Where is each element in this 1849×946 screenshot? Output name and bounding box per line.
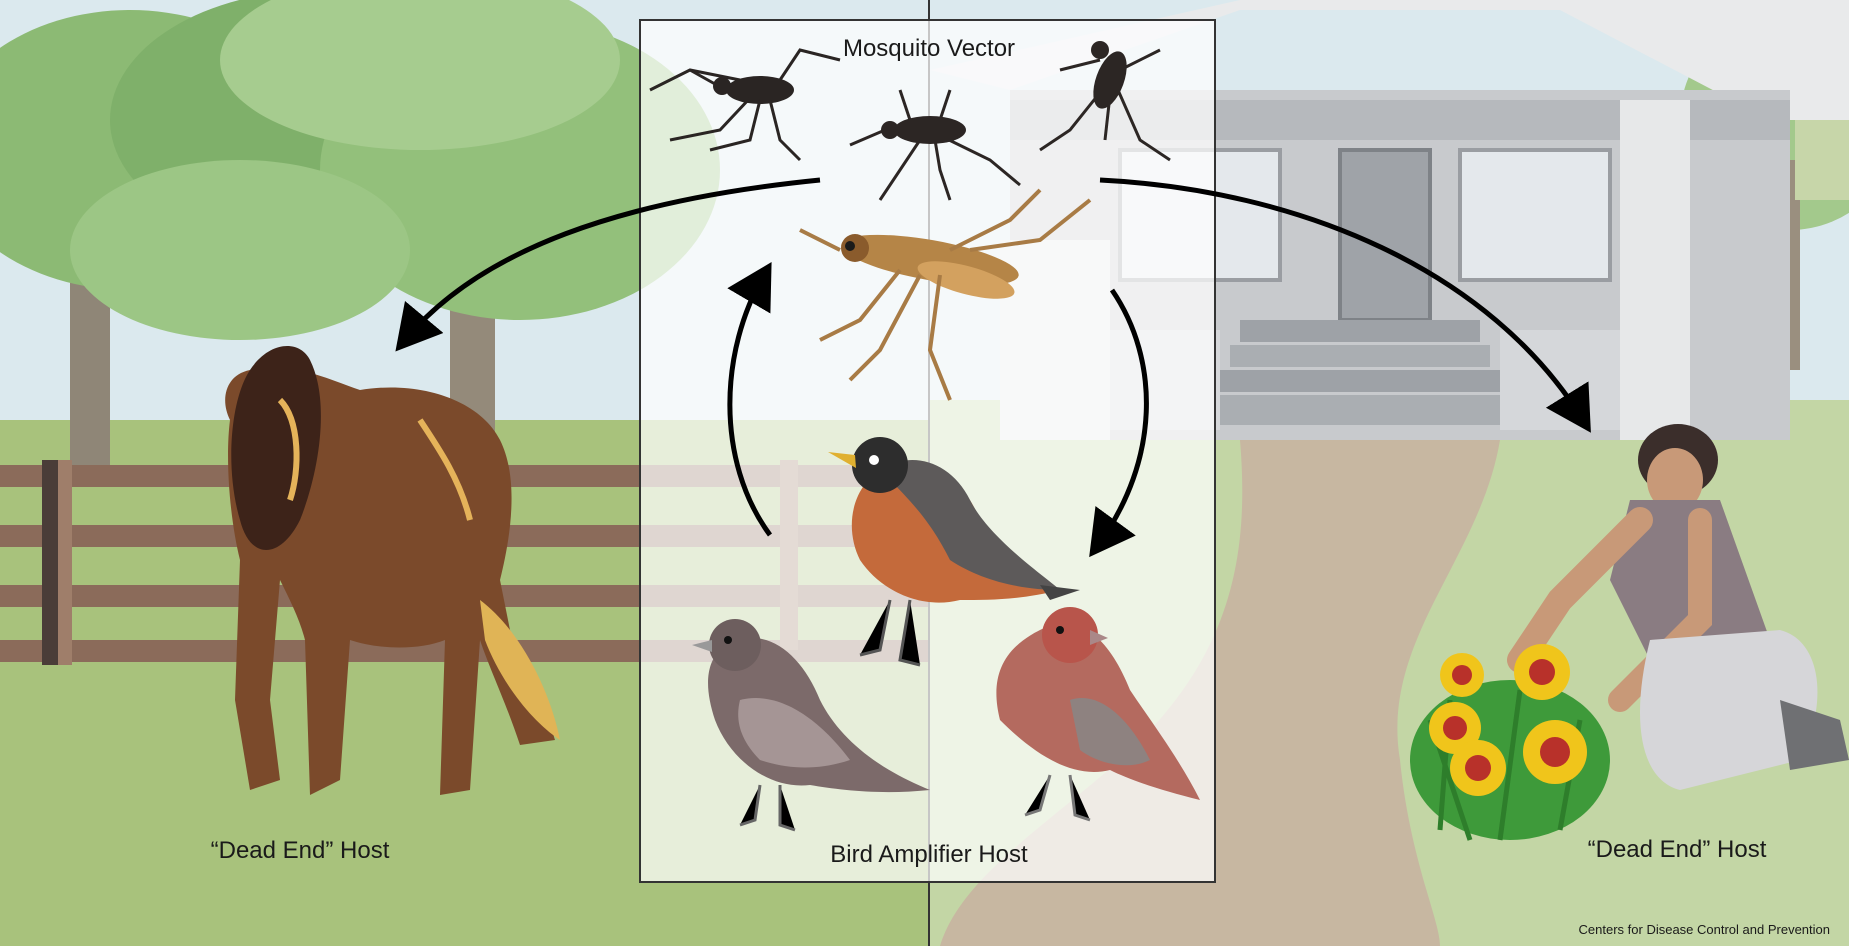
flower-2	[1514, 644, 1570, 700]
human-dead-end-host-label: “Dead End” Host	[1588, 836, 1767, 863]
bird-amplifier-host-label: Bird Amplifier Host	[830, 841, 1028, 868]
flower-4	[1450, 740, 1506, 796]
flower-5	[1523, 720, 1587, 784]
flower-1	[1440, 653, 1484, 697]
cdc-credit: Centers for Disease Control and Preventi…	[1579, 922, 1830, 937]
horse-dead-end-host-label: “Dead End” Host	[211, 837, 390, 864]
mosquito-vector-label: Mosquito Vector	[843, 35, 1015, 62]
